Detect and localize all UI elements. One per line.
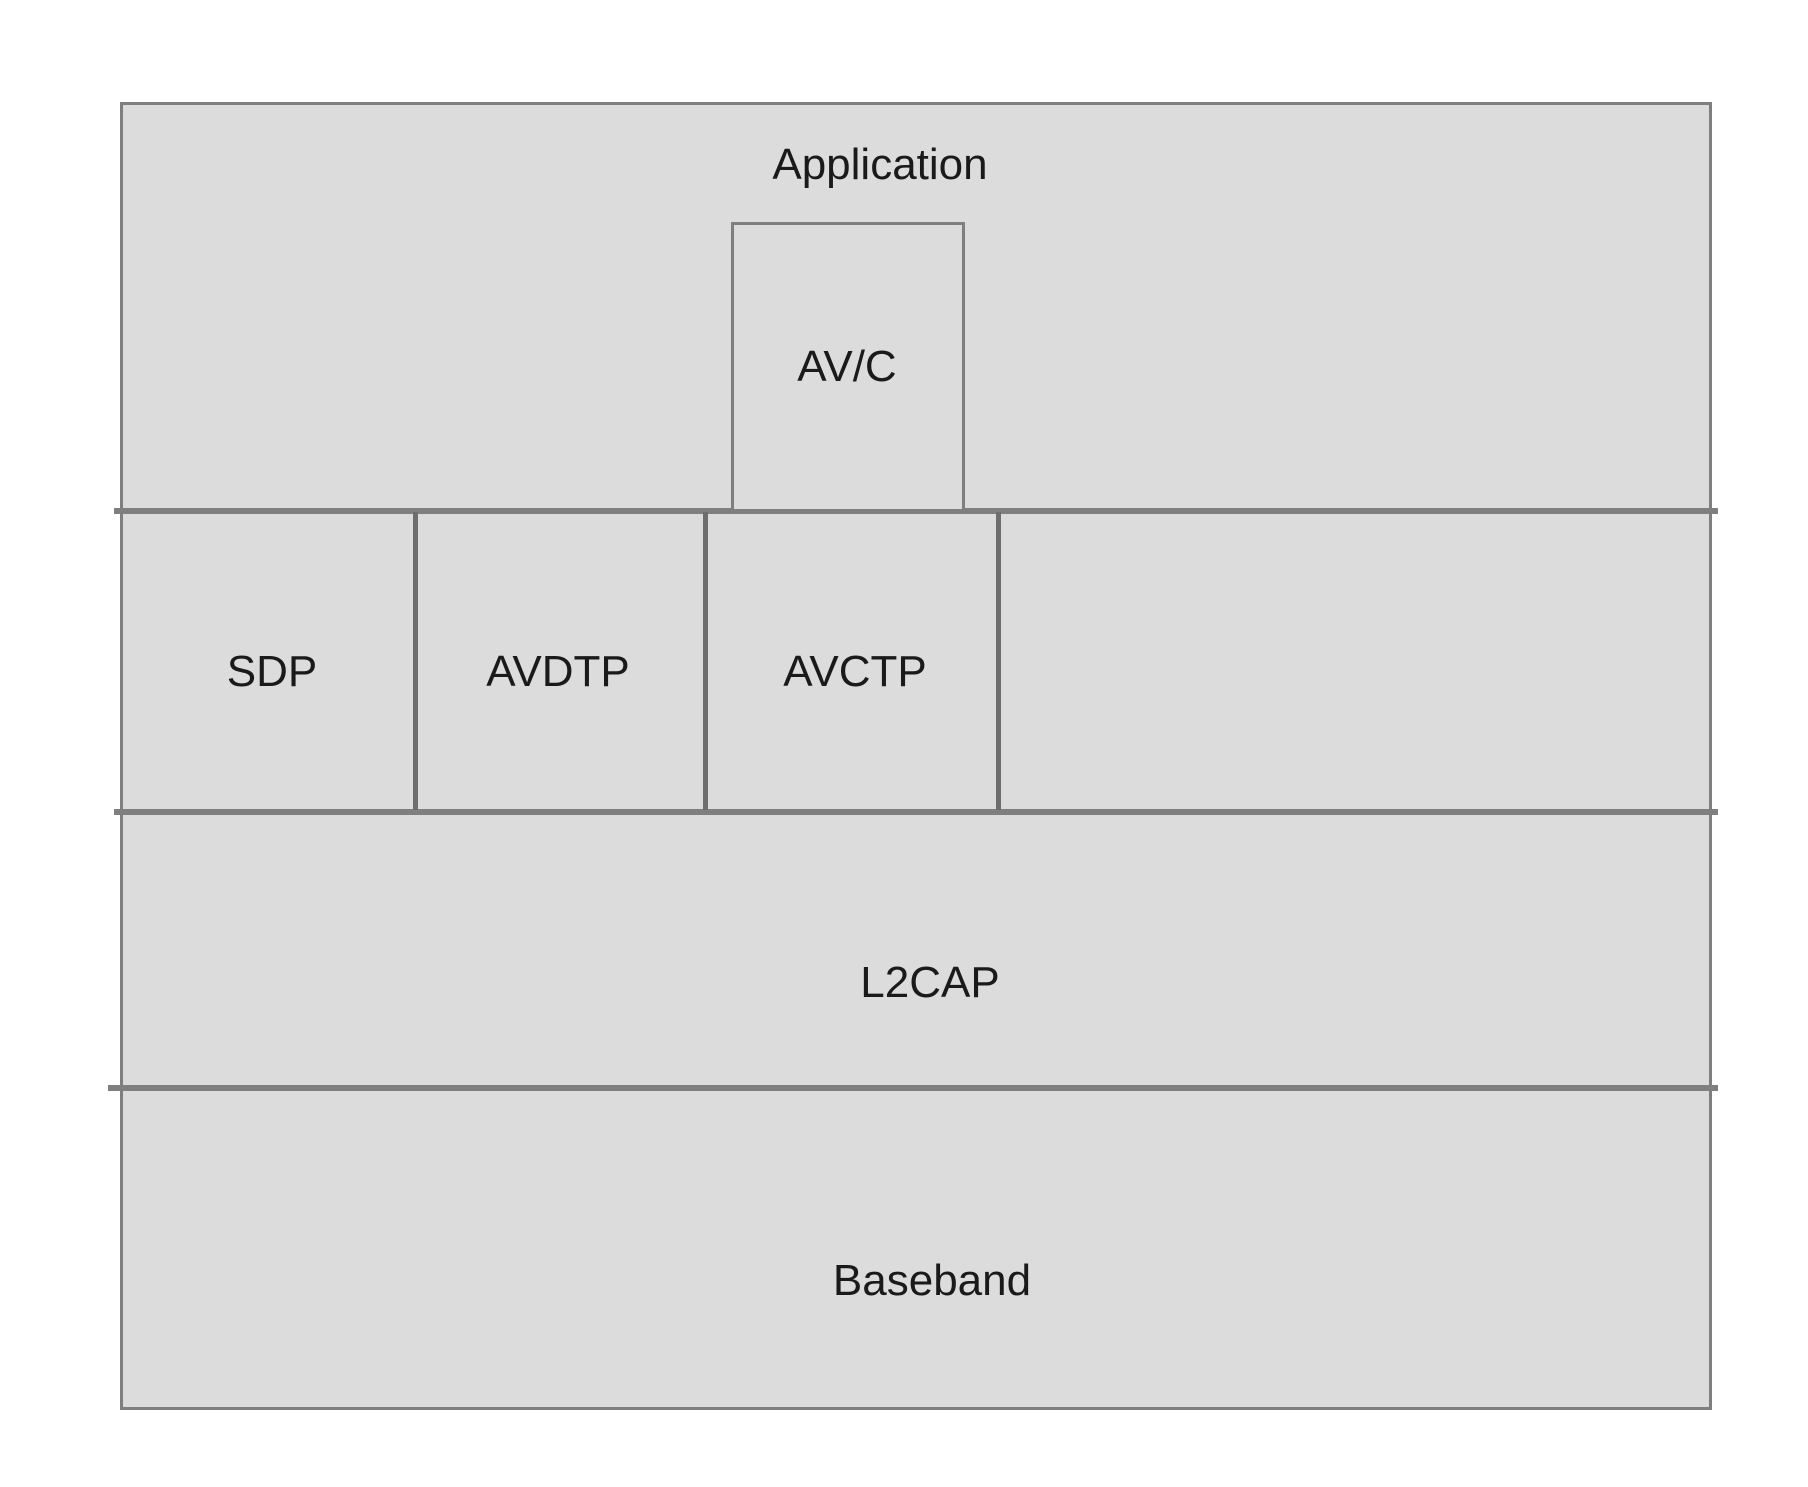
label-avctp: AVCTP — [783, 647, 927, 696]
layer-baseband — [120, 1088, 1712, 1410]
divider-avdtp-avctp — [703, 512, 708, 810]
label-avc: AV/C — [797, 342, 897, 391]
divider-l2cap-baseband — [108, 1085, 1718, 1091]
label-baseband: Baseband — [832, 1256, 1032, 1305]
label-avdtp: AVDTP — [486, 647, 630, 696]
divider-protocol-l2cap — [114, 809, 1718, 815]
layer-protocol-row — [120, 510, 1712, 812]
label-application: Application — [772, 140, 988, 189]
divider-sdp-avdtp — [413, 512, 418, 810]
label-l2cap: L2CAP — [860, 958, 1000, 1007]
label-sdp: SDP — [226, 647, 318, 696]
layer-l2cap — [120, 812, 1712, 1090]
divider-avctp-empty — [996, 512, 1001, 810]
block-avc — [731, 222, 965, 512]
